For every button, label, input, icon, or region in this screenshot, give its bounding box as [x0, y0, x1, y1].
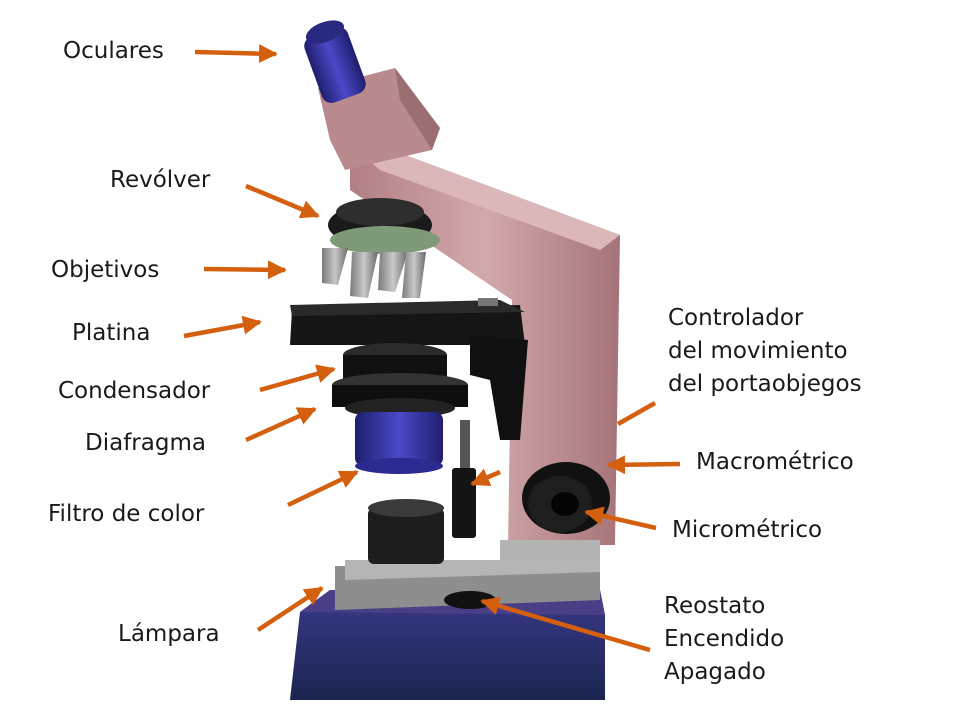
- label-lampara: Lámpara: [118, 621, 220, 647]
- arrow-oculares: [194, 44, 278, 64]
- arrow-filtro: [287, 469, 359, 508]
- label-reostato-line-3: Apagado: [664, 659, 766, 685]
- color-filter: [355, 412, 443, 474]
- arrow-platina: [183, 315, 262, 339]
- arrow-reostato: [480, 596, 651, 653]
- microscope-arm: [350, 145, 620, 562]
- label-reostato-line-1: Reostato: [664, 593, 766, 619]
- label-controlador-line-3: del portaobjegos: [668, 371, 862, 397]
- arrow-lampara: [256, 586, 324, 632]
- arrow-macrometrico: [606, 455, 681, 475]
- arrow-revolver: [245, 183, 320, 219]
- label-reostato-line-2: Encendido: [664, 626, 785, 652]
- eyepiece-tube: [304, 20, 366, 103]
- microscope-base: [290, 560, 605, 700]
- arrow-diafragma: [245, 406, 317, 443]
- label-platina: Platina: [72, 320, 151, 346]
- label-controlador: Controlador del movimiento del portaobje…: [668, 302, 862, 401]
- label-macrometrico: Macrométrico: [696, 449, 854, 475]
- lamp-housing: [368, 499, 444, 564]
- arrow-controlador-rod: [470, 468, 501, 487]
- label-filtro-de-color: Filtro de color: [48, 501, 205, 527]
- label-arrows: [183, 44, 681, 653]
- focus-knobs: [522, 462, 610, 534]
- label-condensador: Condensador: [58, 378, 211, 404]
- stage-controller-rod: [452, 420, 476, 538]
- stage-platina: [290, 298, 528, 440]
- label-objetivos: Objetivos: [51, 257, 160, 283]
- label-diafragma: Diafragma: [85, 430, 206, 456]
- revolver-nosepiece: [328, 198, 440, 254]
- arrow-controlador: [616, 401, 657, 426]
- label-oculares: Oculares: [63, 38, 164, 64]
- arrow-micrometrico: [584, 506, 657, 531]
- arrow-condensador: [259, 364, 336, 393]
- condenser-assembly: [332, 343, 468, 418]
- arrow-objetivos: [203, 260, 287, 280]
- label-controlador-line-1: Controlador: [668, 305, 804, 331]
- label-controlador-line-2: del movimiento: [668, 338, 848, 364]
- label-revolver: Revólver: [110, 167, 211, 193]
- label-micrometrico: Micrométrico: [672, 517, 823, 543]
- objective-lenses: [322, 248, 426, 298]
- label-reostato: Reostato Encendido Apagado: [664, 590, 784, 689]
